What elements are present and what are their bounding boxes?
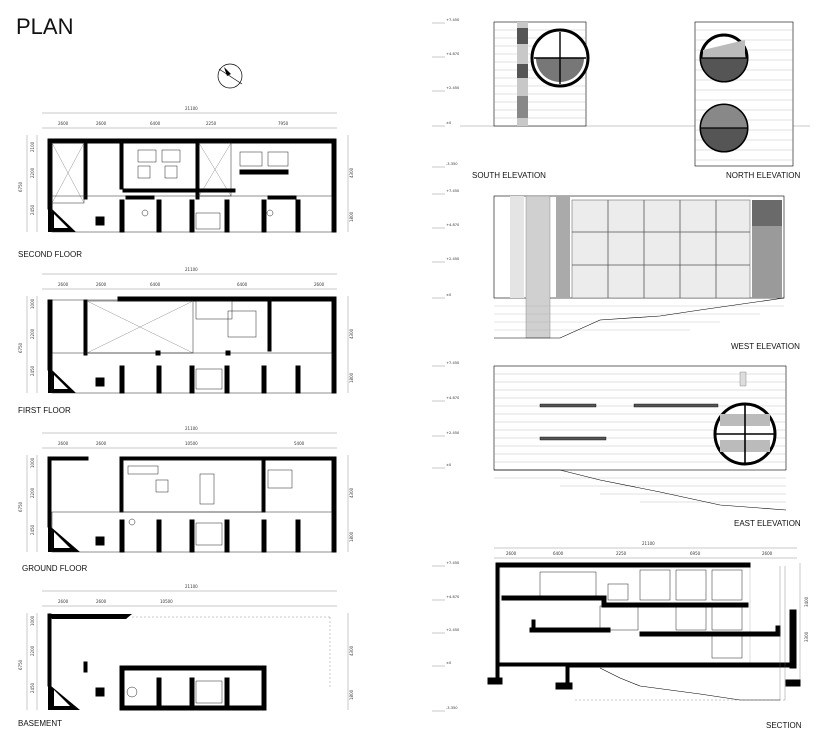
svg-text:1800: 1800 — [349, 372, 354, 383]
west-elevation-drawing: +7.450 +4.870 +2.450 ±0 WEST ELEVATION — [432, 189, 800, 351]
sheet-title: PLAN — [16, 14, 73, 39]
svg-text:±0: ±0 — [446, 463, 452, 467]
plan-label: FIRST FLOOR — [18, 406, 71, 415]
svg-text:1000: 1000 — [30, 457, 35, 468]
svg-text:-3.350: -3.350 — [446, 706, 458, 710]
section-drawing: 21100 2600 6400 2250 6950 2600 3400 3300… — [432, 541, 809, 730]
svg-text:6750: 6750 — [18, 342, 23, 353]
svg-text:2600: 2600 — [58, 599, 69, 604]
plan-basement: 21100 2600 2600 10500 6750 1000 2200 245… — [18, 584, 354, 728]
svg-text:-3.350: -3.350 — [446, 162, 458, 166]
svg-text:+2.450: +2.450 — [446, 257, 460, 261]
svg-text:5400: 5400 — [294, 441, 305, 446]
section-label: SECTION — [766, 721, 802, 730]
svg-text:2600: 2600 — [58, 282, 69, 287]
svg-text:+4.870: +4.870 — [446, 223, 460, 227]
svg-text:±0: ±0 — [446, 293, 452, 297]
svg-text:+7.450: +7.450 — [446, 18, 460, 22]
svg-text:2600: 2600 — [58, 121, 69, 126]
section-overall-dimension: 21100 — [642, 541, 655, 546]
svg-text:2250: 2250 — [206, 121, 217, 126]
south-elevation-drawing: SOUTH ELEVATION — [472, 21, 590, 180]
svg-text:+7.450: +7.450 — [446, 561, 460, 565]
svg-text:6400: 6400 — [150, 121, 161, 126]
svg-text:1800: 1800 — [349, 531, 354, 542]
plan-label: BASEMENT — [18, 719, 62, 728]
top-dimension-chain: 2600 2600 10500 — [58, 599, 173, 604]
svg-text:+4.870: +4.870 — [446, 595, 460, 599]
svg-text:2450: 2450 — [30, 524, 35, 535]
north-arrow-icon — [217, 63, 243, 89]
svg-text:2600: 2600 — [96, 282, 107, 287]
svg-text:2100: 2100 — [30, 141, 35, 152]
overall-dimension: 21100 — [185, 106, 198, 111]
svg-text:+7.450: +7.450 — [446, 361, 460, 365]
elevation-label: SOUTH ELEVATION — [472, 171, 546, 180]
svg-text:2200: 2200 — [30, 167, 35, 178]
elevation-label: WEST ELEVATION — [731, 342, 800, 351]
svg-text:2600: 2600 — [96, 441, 107, 446]
svg-text:+4.870: +4.870 — [446, 52, 460, 56]
svg-text:4300: 4300 — [349, 487, 354, 498]
svg-text:2600: 2600 — [506, 551, 517, 556]
svg-text:4300: 4300 — [349, 167, 354, 178]
svg-text:2450: 2450 — [30, 682, 35, 693]
svg-text:+2.450: +2.450 — [446, 431, 460, 435]
svg-text:2600: 2600 — [96, 121, 107, 126]
plan-first-floor: 21100 2600 2600 6400 6400 2600 6750 1000… — [18, 267, 354, 415]
plan-label: GROUND FLOOR — [22, 564, 88, 573]
svg-text:6950: 6950 — [690, 551, 701, 556]
svg-text:3300: 3300 — [804, 631, 809, 642]
svg-text:3400: 3400 — [804, 596, 809, 607]
overall-dimension: 21100 — [185, 267, 198, 272]
svg-text:6750: 6750 — [18, 659, 23, 670]
svg-text:4300: 4300 — [349, 645, 354, 656]
svg-text:10500: 10500 — [160, 599, 173, 604]
svg-text:+2.450: +2.450 — [446, 628, 460, 632]
svg-text:+2.450: +2.450 — [446, 86, 460, 90]
svg-text:10500: 10500 — [185, 441, 198, 446]
top-dimension-chain: 2600 2600 6400 6400 2600 — [58, 282, 325, 287]
svg-text:6400: 6400 — [150, 282, 161, 287]
svg-text:6750: 6750 — [18, 181, 23, 192]
svg-text:+4.870: +4.870 — [446, 396, 460, 400]
east-elevation-drawing: +7.450 +4.870 +2.450 ±0 EAST ELEVATION — [432, 361, 801, 528]
svg-text:2450: 2450 — [30, 204, 35, 215]
north-elevation-drawing: NORTH ELEVATION — [694, 21, 800, 180]
svg-text:2200: 2200 — [30, 645, 35, 656]
plan-second-floor: 21100 2600 2600 6400 2250 7950 6750 2100… — [18, 106, 354, 259]
svg-text:6400: 6400 — [553, 551, 564, 556]
svg-text:6750: 6750 — [18, 501, 23, 512]
svg-text:±0: ±0 — [446, 661, 452, 665]
overall-dimension: 21100 — [185, 426, 198, 431]
svg-text:2600: 2600 — [58, 441, 69, 446]
svg-text:1800: 1800 — [349, 689, 354, 700]
elevation-label: EAST ELEVATION — [734, 519, 801, 528]
svg-text:2250: 2250 — [616, 551, 627, 556]
svg-text:+7.450: +7.450 — [446, 189, 460, 193]
svg-text:6400: 6400 — [237, 282, 248, 287]
plan-label: SECOND FLOOR — [18, 250, 82, 259]
svg-text:7950: 7950 — [278, 121, 289, 126]
svg-text:1000: 1000 — [30, 615, 35, 626]
plan-ground-floor: 21100 2600 2600 10500 5400 6750 1000 220… — [18, 426, 354, 573]
elevation-label: NORTH ELEVATION — [726, 171, 800, 180]
top-dimension-chain: 2600 2600 10500 5400 — [58, 441, 305, 446]
svg-text:1800: 1800 — [349, 211, 354, 222]
overall-dimension: 21100 — [185, 584, 198, 589]
svg-text:±0: ±0 — [446, 121, 452, 125]
svg-text:4300: 4300 — [349, 328, 354, 339]
svg-text:2200: 2200 — [30, 487, 35, 498]
svg-text:2600: 2600 — [314, 282, 325, 287]
level-markers-south: +7.450 +4.870 +2.450 ±0 -3.350 — [432, 18, 460, 168]
top-dimension-chain: 2600 2600 6400 2250 7950 — [58, 121, 289, 126]
svg-text:2200: 2200 — [30, 328, 35, 339]
svg-text:2600: 2600 — [762, 551, 773, 556]
svg-text:2600: 2600 — [96, 599, 107, 604]
svg-text:2450: 2450 — [30, 365, 35, 376]
svg-text:1000: 1000 — [30, 298, 35, 309]
section-dimension-chain: 2600 6400 2250 6950 2600 — [506, 551, 773, 556]
